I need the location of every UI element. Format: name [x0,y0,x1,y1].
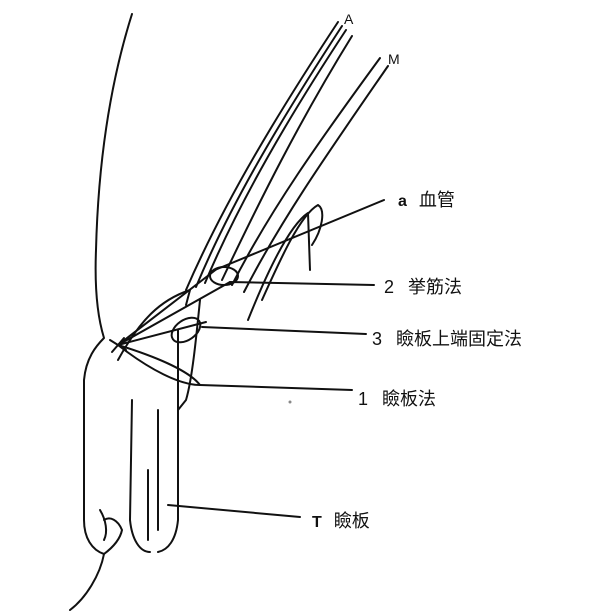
suture-line-3 [118,322,206,345]
leader-a [210,200,384,272]
callout-levator-method: 2 挙筋法 [384,278,462,297]
leader-1 [200,385,352,390]
callout-levator-method-number: 2 [384,278,394,296]
callout-tarsal-method-number: 1 [358,390,368,408]
callout-upper-tarsal-fixation-text: 瞼板上端固定法 [396,329,522,350]
skin-outline [70,14,132,610]
callout-upper-tarsal-fixation-number: 3 [372,330,382,348]
callout-tarsus-text: 瞼板 [334,511,370,532]
callout-tarsal-method: 1 瞼板法 [358,390,436,409]
muscle-fiber-m-2 [244,66,388,292]
septum-hook [262,205,322,300]
suture-line-a [118,268,218,345]
lid-margin [104,518,122,554]
eyelash [100,510,106,540]
callout-tarsus: T 瞼板 [312,513,370,531]
speck [289,401,292,404]
callout-tarsal-method-text: 瞼板法 [382,389,436,410]
callout-levator-method-text: 挙筋法 [408,277,462,298]
suture-line-2 [118,282,230,345]
suture-loop-1 [118,345,200,385]
callout-blood-vessel-text: 血管 [419,190,455,211]
label-m-muscle: M [388,52,400,66]
label-a-muscle: A [344,12,353,26]
leader-3 [202,327,366,334]
callout-blood-vessel-number: a [398,194,407,210]
callout-tarsus-number: T [312,515,322,531]
tarsus-inner [178,300,200,410]
leader-t [168,505,300,517]
muscle-fiber-a-3 [222,36,352,280]
callout-upper-tarsal-fixation: 3 瞼板上端固定法 [372,330,522,349]
callout-blood-vessel: a 血管 [398,192,455,210]
leader-2 [230,282,374,285]
